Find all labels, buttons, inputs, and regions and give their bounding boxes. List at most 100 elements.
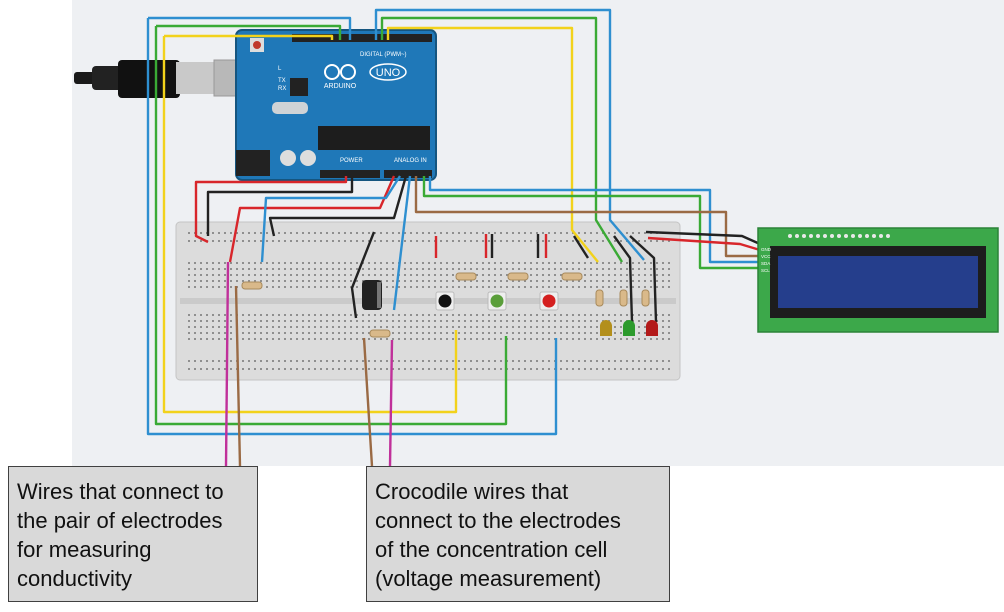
breadboard-hole <box>596 314 598 316</box>
breadboard-hole <box>578 286 580 288</box>
breadboard-hole <box>350 360 352 362</box>
breadboard-hole <box>338 286 340 288</box>
breadboard-hole <box>206 326 208 328</box>
breadboard-hole <box>374 232 376 234</box>
breadboard-hole <box>260 368 262 370</box>
breadboard-hole <box>500 338 502 340</box>
breadboard-hole <box>398 320 400 322</box>
breadboard-hole <box>272 262 274 264</box>
breadboard-hole <box>500 286 502 288</box>
breadboard-hole <box>350 332 352 334</box>
breadboard-hole <box>392 268 394 270</box>
breadboard-hole <box>506 326 508 328</box>
breadboard-hole <box>560 232 562 234</box>
breadboard-hole <box>476 338 478 340</box>
breadboard-hole <box>272 286 274 288</box>
breadboard-hole <box>542 286 544 288</box>
breadboard-hole <box>602 274 604 276</box>
breadboard-hole <box>344 286 346 288</box>
breadboard-hole <box>236 240 238 242</box>
breadboard-hole <box>524 232 526 234</box>
breadboard-hole <box>476 280 478 282</box>
breadboard-hole <box>470 240 472 242</box>
breadboard-hole <box>662 320 664 322</box>
breadboard-hole <box>542 262 544 264</box>
breadboard-hole <box>404 368 406 370</box>
breadboard-hole <box>248 240 250 242</box>
breadboard-hole <box>620 268 622 270</box>
breadboard-hole <box>326 326 328 328</box>
breadboard-hole <box>410 262 412 264</box>
breadboard-hole <box>356 360 358 362</box>
wire-magenta-electrode <box>224 261 230 467</box>
breadboard-hole <box>656 274 658 276</box>
breadboard-hole <box>488 232 490 234</box>
breadboard-hole <box>428 360 430 362</box>
breadboard-hole <box>206 314 208 316</box>
breadboard-hole <box>644 286 646 288</box>
breadboard-hole <box>194 332 196 334</box>
breadboard-hole <box>446 320 448 322</box>
breadboard-hole <box>416 314 418 316</box>
microcontroller-chip <box>318 126 430 150</box>
breadboard-hole <box>542 232 544 234</box>
breadboard-hole <box>206 268 208 270</box>
breadboard-hole <box>422 232 424 234</box>
breadboard-hole <box>344 268 346 270</box>
breadboard-hole <box>560 338 562 340</box>
breadboard-hole <box>500 368 502 370</box>
breadboard-hole <box>218 326 220 328</box>
wire-black-bb3 <box>572 235 590 259</box>
breadboard-hole <box>650 268 652 270</box>
breadboard-hole <box>638 280 640 282</box>
breadboard-hole <box>512 338 514 340</box>
breadboard-hole <box>488 314 490 316</box>
breadboard-hole <box>644 368 646 370</box>
breadboard-hole <box>428 232 430 234</box>
breadboard-hole <box>338 326 340 328</box>
breadboard-hole <box>266 280 268 282</box>
breadboard-hole <box>242 232 244 234</box>
breadboard-hole <box>230 314 232 316</box>
breadboard-hole <box>506 268 508 270</box>
breadboard-hole <box>212 232 214 234</box>
breadboard-hole <box>404 268 406 270</box>
breadboard-hole <box>308 262 310 264</box>
breadboard-hole <box>452 332 454 334</box>
breadboard-hole <box>668 368 670 370</box>
breadboard-hole <box>350 326 352 328</box>
breadboard-hole <box>470 262 472 264</box>
breadboard-hole <box>260 262 262 264</box>
breadboard-hole <box>254 240 256 242</box>
breadboard-hole <box>254 360 256 362</box>
breadboard-hole <box>284 326 286 328</box>
breadboard-hole <box>662 280 664 282</box>
breadboard-hole <box>644 332 646 334</box>
breadboard-hole <box>530 320 532 322</box>
breadboard-hole <box>464 286 466 288</box>
breadboard-hole <box>254 326 256 328</box>
breadboard-hole <box>470 326 472 328</box>
breadboard-hole <box>230 332 232 334</box>
lcd-pin-vcc: VCC <box>761 254 771 259</box>
breadboard-hole <box>242 262 244 264</box>
breadboard-hole <box>458 262 460 264</box>
breadboard-hole <box>560 240 562 242</box>
breadboard-hole <box>464 314 466 316</box>
breadboard-hole <box>554 326 556 328</box>
breadboard <box>175 221 681 381</box>
breadboard-hole <box>476 268 478 270</box>
breadboard-hole <box>464 332 466 334</box>
breadboard-hole <box>194 262 196 264</box>
breadboard-hole <box>590 320 592 322</box>
breadboard-hole <box>560 368 562 370</box>
breadboard-hole <box>386 274 388 276</box>
breadboard-hole <box>566 262 568 264</box>
breadboard-hole <box>608 274 610 276</box>
breadboard-hole <box>206 338 208 340</box>
breadboard-hole <box>248 338 250 340</box>
breadboard-hole <box>314 314 316 316</box>
breadboard-hole <box>512 320 514 322</box>
breadboard-hole <box>614 314 616 316</box>
breadboard-hole <box>596 360 598 362</box>
